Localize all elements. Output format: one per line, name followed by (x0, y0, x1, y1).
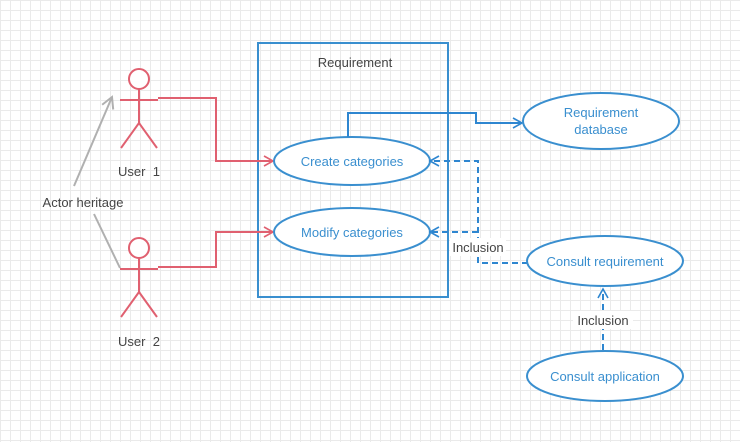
association-user2-modify (158, 226, 275, 268)
requirement-database-label-line1: Requirement (564, 105, 639, 120)
use-case-create-categories-label: Create categories (301, 154, 404, 169)
association-create-database (347, 112, 524, 137)
use-case-requirement-database[interactable]: Requirement database (522, 92, 680, 150)
actor-user-2-label: User 2 (118, 334, 160, 349)
inclusion-label-2: Inclusion (577, 313, 628, 328)
actor-user-1[interactable] (120, 68, 158, 149)
generalization-connector (73, 97, 121, 269)
requirement-database-label-line2: database (574, 122, 628, 137)
inclusion-label-bg (450, 238, 506, 256)
use-case-consult-requirement[interactable]: Consult requirement (526, 235, 684, 287)
use-case-consult-requirement-label: Consult requirement (546, 254, 663, 269)
use-case-modify-categories[interactable]: Modify categories (273, 207, 431, 257)
system-title: Requirement (318, 55, 393, 70)
include-connector-consult-requirement (428, 155, 528, 264)
system-boundary (257, 42, 449, 298)
inclusion-label-1: Inclusion (452, 240, 503, 255)
inclusion-label-2-bg (573, 311, 633, 329)
actor-user-2[interactable] (120, 237, 158, 318)
actor-heritage-label: Actor heritage (43, 195, 124, 210)
use-case-modify-categories-label: Modify categories (301, 225, 403, 240)
use-case-create-categories[interactable]: Create categories (273, 136, 431, 186)
association-user1-create (158, 97, 275, 167)
actor-user-1-label: User 1 (118, 164, 160, 179)
use-case-consult-application-label: Consult application (550, 369, 660, 384)
use-case-consult-application[interactable]: Consult application (526, 350, 684, 402)
